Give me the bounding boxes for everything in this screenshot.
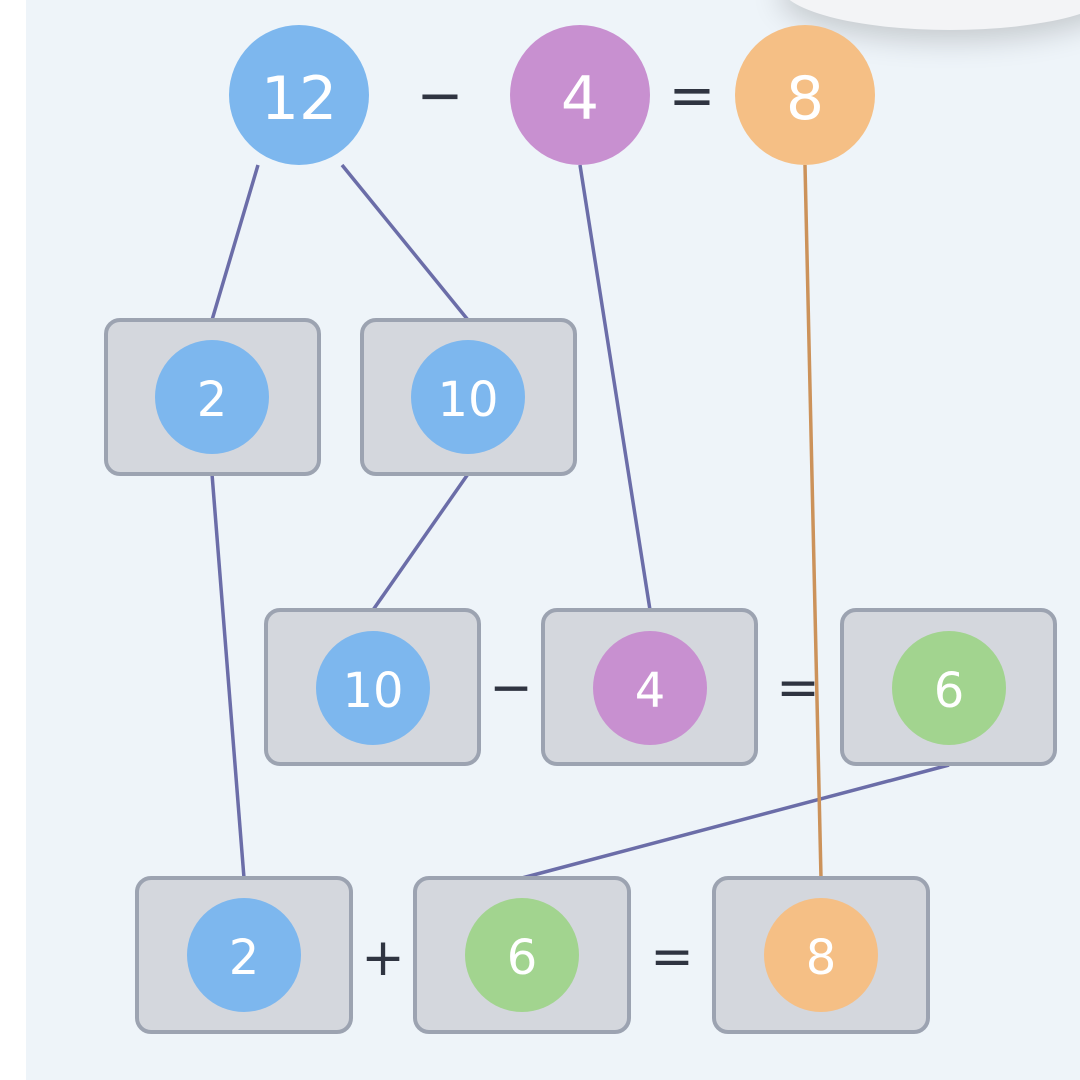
edge-6-to-bottom-6 xyxy=(521,763,950,880)
edge-8-to-bottom-8 xyxy=(803,164,823,879)
split-number-a: 2 xyxy=(197,372,228,428)
connectors xyxy=(210,163,950,880)
top-result-circle xyxy=(735,25,875,165)
top-right-circle xyxy=(510,25,650,165)
bottom-equation: 2 + 6 = 8 xyxy=(135,876,930,1034)
bottom-left-number: 2 xyxy=(229,930,260,986)
middle-left-number: 10 xyxy=(342,663,403,719)
middle-right-number: 4 xyxy=(635,663,666,719)
edge-10-to-middle-10 xyxy=(371,472,470,612)
split-circle-b xyxy=(411,340,525,454)
middle-operator: − xyxy=(489,658,533,718)
top-operator: − xyxy=(417,64,464,129)
middle-result-circle xyxy=(892,631,1006,745)
middle-right-circle xyxy=(593,631,707,745)
bottom-result-number: 8 xyxy=(806,930,837,986)
split-number-b: 10 xyxy=(437,372,498,428)
top-left-number: 12 xyxy=(261,64,337,134)
middle-equation: 10 − 4 = 6 xyxy=(264,608,1057,766)
bottom-equals: = xyxy=(650,927,694,987)
top-result-number: 8 xyxy=(786,64,824,134)
split-row: 2 10 xyxy=(104,318,577,476)
middle-left-circle xyxy=(316,631,430,745)
bottom-operator: + xyxy=(361,928,405,988)
edge-12-to-10 xyxy=(340,163,470,322)
middle-result-number: 6 xyxy=(934,663,965,719)
top-left-circle xyxy=(229,25,369,165)
top-equation: 12 − 4 = 8 xyxy=(229,25,875,165)
top-right-number: 4 xyxy=(561,64,599,134)
top-equals: = xyxy=(669,64,716,129)
bottom-right-circle xyxy=(465,898,579,1012)
middle-equals: = xyxy=(776,658,820,718)
split-circle-a xyxy=(155,340,269,454)
edge-2-to-bottom-2 xyxy=(210,473,246,879)
bottom-result-circle xyxy=(764,898,878,1012)
edge-12-to-2 xyxy=(210,164,260,321)
bottom-left-circle xyxy=(187,898,301,1012)
edge-4-to-middle-4 xyxy=(578,164,652,611)
bottom-right-number: 6 xyxy=(507,930,538,986)
